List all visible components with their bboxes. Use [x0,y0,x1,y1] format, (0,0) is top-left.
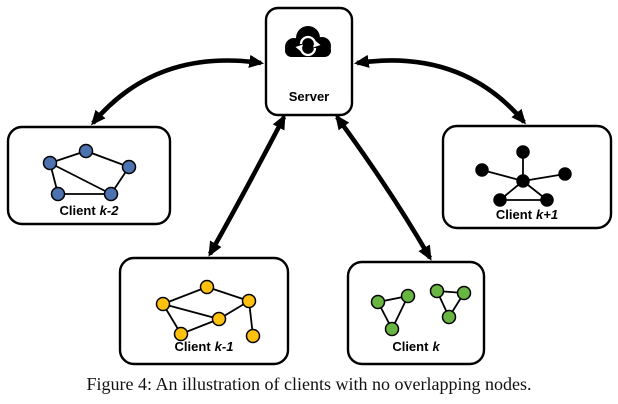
graph-node [42,155,58,171]
graph-node [475,163,489,177]
client-label-index: k-1 [215,339,234,354]
client-k2-nodes [42,143,137,202]
client-label-word: Client [175,339,212,354]
client-label-index: k-2 [100,203,120,218]
graph-node [103,186,119,202]
graph-node [493,193,507,207]
arrow-server-client-kplus1 [353,54,527,125]
graph-node [516,145,530,159]
graph-node [540,193,554,207]
graph-node [199,279,215,295]
graph-node [155,296,171,312]
graph-node [456,285,472,301]
client-label-word: Client [60,203,97,218]
graph-node [516,174,530,188]
client-label-word: Client [392,339,429,354]
figure-caption: Figure 4: An illustration of clients wit… [86,374,532,394]
graph-node [78,143,94,159]
graph-node [441,309,457,325]
server-box: Server [264,6,354,117]
graph-node [211,311,227,327]
graph-edges [481,152,566,201]
graph-edges [376,289,466,332]
server-client-arrows [90,54,527,261]
client-k-nodes [370,283,472,337]
client-label-index: k [432,339,440,354]
client-box-k-frame [346,260,486,366]
graph-node [50,186,66,202]
arrow-server-client-k [335,114,432,261]
graph-node [245,328,261,344]
graph-node [429,283,445,299]
client-kplus1-nodes [475,145,572,207]
graph-node [173,326,189,342]
server-box-frame [264,6,354,117]
graph-node [558,167,572,181]
graph-node [241,293,257,309]
graph-node [400,288,416,304]
arrow-server-client-k2 [90,54,265,126]
graph-node [384,321,400,337]
cloud-sync-icon [285,26,331,57]
arrow-server-client-k1 [207,114,287,257]
client-k1-nodes [155,279,261,344]
graph-node [370,294,386,310]
server-label: Server [289,89,329,104]
graph-node [121,159,137,175]
client-label-index: k+1 [536,207,558,222]
client-box-k2-frame [6,125,172,226]
client-label-word: Client [496,207,533,222]
